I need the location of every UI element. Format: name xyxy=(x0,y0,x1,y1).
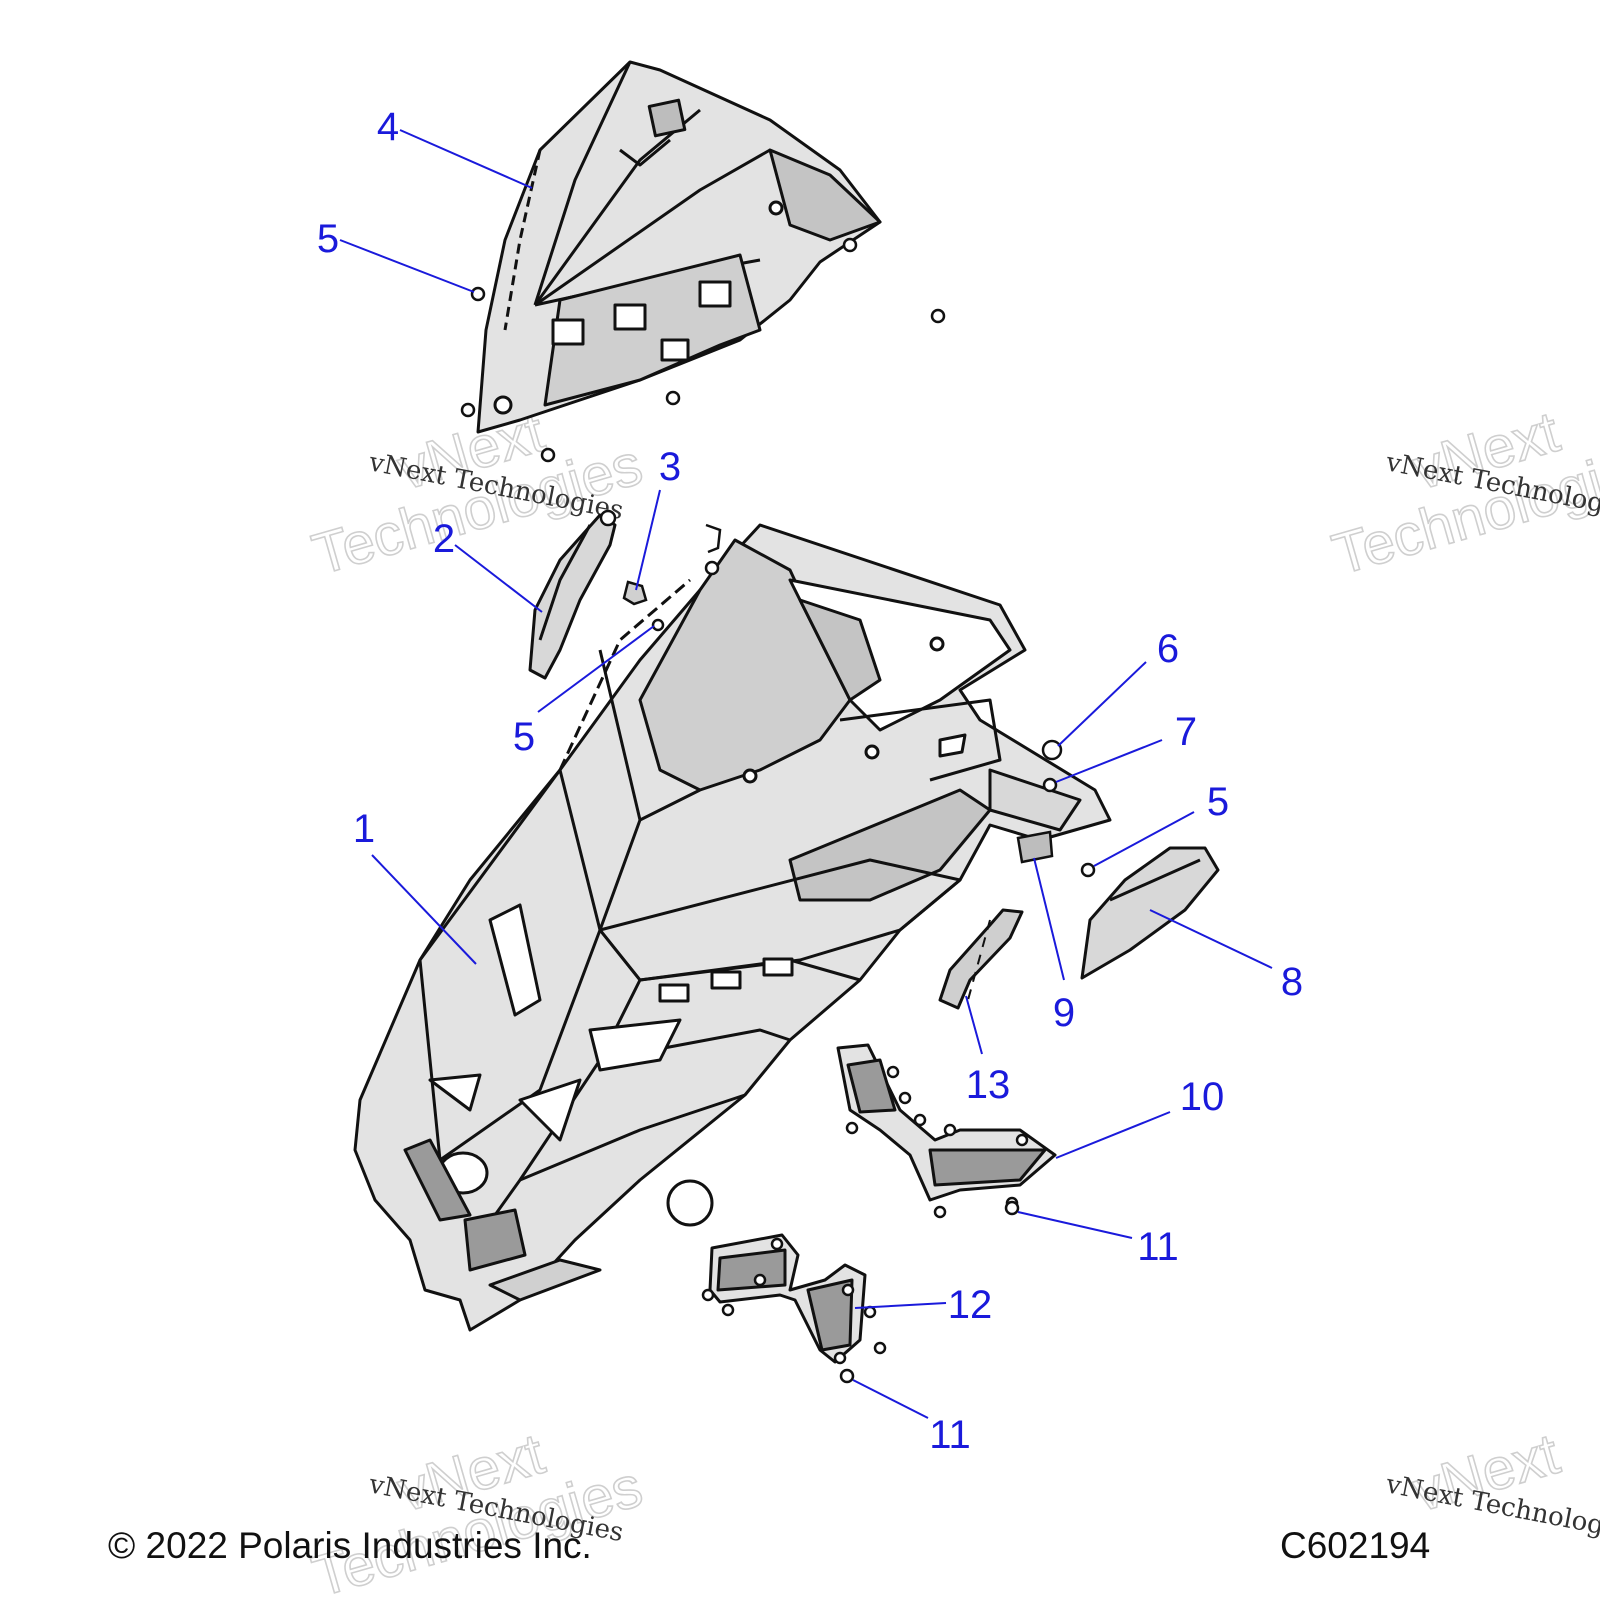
callout-2: 2 xyxy=(433,517,543,613)
clip-part xyxy=(599,509,722,632)
callout-label: 8 xyxy=(1281,960,1303,1004)
leader-line xyxy=(454,544,543,613)
trim-strip-part xyxy=(938,908,1024,1010)
callout-label: 5 xyxy=(1207,780,1229,824)
callout-layer: 4 5 3 2 5 1 6 7 xyxy=(317,105,1303,1457)
right-fasteners xyxy=(1041,739,1096,878)
callout-label: 1 xyxy=(353,807,375,851)
callout-3: 3 xyxy=(635,445,681,591)
leader-line xyxy=(537,625,655,713)
leader-line xyxy=(1055,739,1163,783)
upper-grille-nuts xyxy=(845,1065,1029,1219)
watermark-right-top: vNext Technologies vNext Technologies xyxy=(1325,398,1600,588)
hood-part xyxy=(353,523,1112,1332)
nut-icon xyxy=(839,1368,855,1384)
callout-label: 13 xyxy=(966,1063,1011,1107)
leader-line xyxy=(1149,909,1273,969)
leader-line xyxy=(852,1379,929,1419)
callout-label: 10 xyxy=(1180,1075,1225,1119)
callout-5-hood: 5 xyxy=(513,625,655,759)
wellnut-icon xyxy=(1041,739,1063,761)
washer-icon xyxy=(1042,777,1058,793)
callout-4: 4 xyxy=(377,105,533,189)
callout-label: 4 xyxy=(377,105,399,149)
nut-icon xyxy=(1004,1200,1020,1216)
screw-icon xyxy=(460,402,476,418)
watermark-left-bottom: vNext Technologies vNext Technologies xyxy=(305,1420,650,1600)
callout-5-windshield: 5 xyxy=(317,217,475,293)
screw-icon xyxy=(540,447,556,463)
windshield-part xyxy=(476,60,882,434)
screw-icon xyxy=(665,390,681,406)
leader-line xyxy=(1055,1111,1171,1159)
leader-line xyxy=(1057,661,1147,747)
callout-label: 11 xyxy=(929,1413,971,1457)
callout-label: 5 xyxy=(513,715,535,759)
callout-label: 12 xyxy=(948,1283,993,1327)
callout-label: 5 xyxy=(317,217,339,261)
drawing-number: C602194 xyxy=(1280,1525,1431,1566)
callout-label: 3 xyxy=(659,445,681,489)
leader-line xyxy=(1093,811,1195,867)
callout-8: 8 xyxy=(1149,909,1303,1004)
nut-fasteners xyxy=(839,1200,1020,1384)
callout-6: 6 xyxy=(1057,627,1179,747)
callout-12: 12 xyxy=(854,1283,993,1327)
leader-line xyxy=(854,1302,947,1309)
lower-vent-grille-part xyxy=(708,1233,867,1364)
callout-5-right: 5 xyxy=(1093,780,1229,867)
callout-10: 10 xyxy=(1055,1075,1225,1159)
callout-13: 13 xyxy=(965,995,1011,1107)
leader-line xyxy=(1017,1211,1133,1239)
callout-11-lower: 11 xyxy=(852,1379,971,1457)
copyright-notice: © 2022 Polaris Industries Inc. xyxy=(108,1525,592,1566)
screw-icon xyxy=(842,237,858,253)
leader-line xyxy=(399,129,533,189)
callout-label: 6 xyxy=(1157,627,1179,671)
callout-1: 1 xyxy=(353,807,477,965)
leader-line xyxy=(635,489,661,591)
leader-line xyxy=(1033,857,1065,981)
screw-icon xyxy=(1080,862,1096,878)
windshield-screws xyxy=(460,237,946,463)
clip-part-9 xyxy=(1016,830,1054,864)
callout-label: 11 xyxy=(1137,1225,1179,1269)
screw-icon xyxy=(470,286,486,302)
left-trim-part xyxy=(528,513,617,680)
screw-icon xyxy=(930,308,946,324)
upper-vent-grille-part xyxy=(836,1043,1057,1202)
callout-label: 9 xyxy=(1053,991,1075,1035)
leader-line xyxy=(339,239,475,293)
leader-line xyxy=(371,854,477,965)
callout-9: 9 xyxy=(1033,857,1075,1035)
callout-label: 7 xyxy=(1175,710,1197,754)
callout-7: 7 xyxy=(1055,710,1197,783)
callout-11-upper: 11 xyxy=(1017,1211,1179,1269)
right-panel-part xyxy=(1080,846,1220,980)
callout-label: 2 xyxy=(433,517,455,561)
leader-line xyxy=(965,995,983,1055)
lower-grille-nuts xyxy=(701,1237,887,1365)
